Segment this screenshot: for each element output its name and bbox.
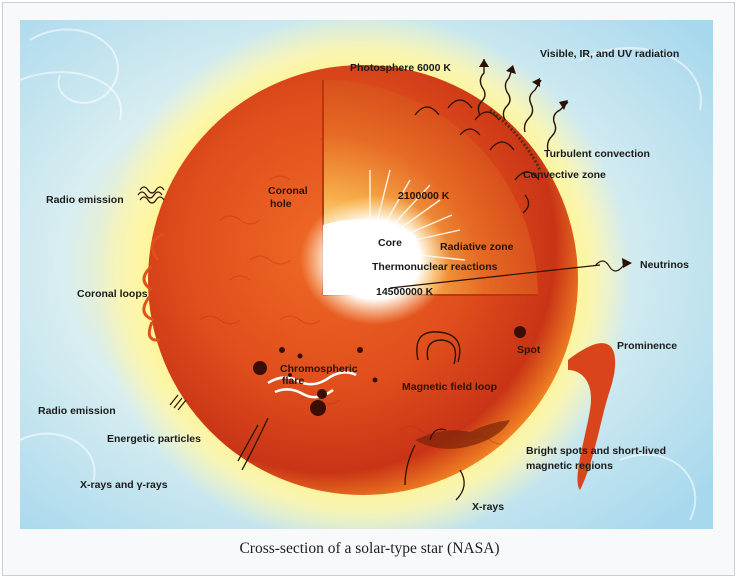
label-temp-2100000: 2100000 K xyxy=(398,190,449,202)
sun-cross-section-diagram: Photosphere 6000 K Visible, IR, and UV r… xyxy=(20,20,713,529)
label-convective-zone: Convective zone xyxy=(523,169,606,181)
label-radiation: Visible, IR, and UV radiation xyxy=(540,48,679,60)
label-coronal-loops: Coronal loops xyxy=(77,288,148,300)
label-coronal-hole-line1: Coronal xyxy=(268,185,308,197)
label-bright-spots-line2: magnetic regions xyxy=(526,460,613,472)
label-spot: Spot xyxy=(517,344,540,356)
label-thermonuclear: Thermonuclear reactions xyxy=(372,261,497,273)
label-energetic-particles: Energetic particles xyxy=(107,433,201,445)
label-coronal-hole-line2: hole xyxy=(270,198,292,210)
core-white xyxy=(323,219,420,295)
label-radio-emission-bottom: Radio emission xyxy=(38,405,116,417)
label-temp-core: 14500000 K xyxy=(376,286,433,298)
label-turbulent-convection: Turbulent convection xyxy=(544,148,650,160)
label-xrays-gamma: X-rays and γ-rays xyxy=(80,479,168,491)
label-xrays: X-rays xyxy=(472,501,504,513)
label-core: Core xyxy=(378,237,402,249)
figure-caption: Cross-section of a solar-type star (NASA… xyxy=(0,540,739,558)
label-prominence: Prominence xyxy=(617,340,677,352)
label-neutrinos: Neutrinos xyxy=(640,259,689,271)
label-radio-emission-top: Radio emission xyxy=(46,194,124,206)
label-chromospheric-line2: flare xyxy=(282,375,304,387)
label-bright-spots-line1: Bright spots and short-lived xyxy=(526,445,666,457)
label-radiative-zone: Radiative zone xyxy=(440,241,514,253)
label-photosphere: Photosphere 6000 K xyxy=(350,62,451,74)
label-chromospheric-line1: Chromospheric xyxy=(280,363,358,375)
label-magnetic-field-loop: Magnetic field loop xyxy=(402,381,497,393)
